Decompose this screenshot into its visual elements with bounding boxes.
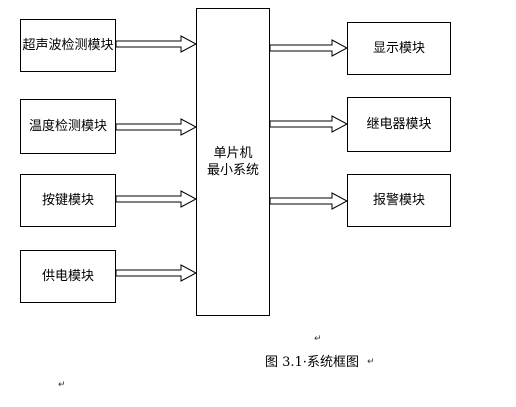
arrow-temperature-to-mcu <box>115 118 198 136</box>
alarm-module-label: 报警模块 <box>372 193 425 208</box>
arrow-power-to-mcu <box>115 264 198 282</box>
temperature-module-label: 温度检测模块 <box>28 119 107 134</box>
ultrasonic-module-box: 超声波检测模块 <box>20 19 116 72</box>
paragraph-mark: ↵ <box>58 380 66 390</box>
key-module-label: 按键模块 <box>41 193 94 208</box>
arrow-ultrasonic-to-mcu <box>115 35 198 53</box>
arrow-key-to-mcu <box>115 190 198 208</box>
display-module-label: 显示模块 <box>372 41 425 56</box>
arrow-mcu-to-alarm <box>269 192 349 210</box>
ultrasonic-module-label: 超声波检测模块 <box>22 38 114 53</box>
power-module-label: 供电模块 <box>41 269 94 284</box>
mcu-minimum-system-box: 单片机 最小系统 <box>196 8 270 316</box>
arrow-mcu-to-relay <box>269 115 349 133</box>
mcu-label-line2: 最小系统 <box>206 163 259 178</box>
relay-module-label: 继电器模块 <box>366 117 432 132</box>
mcu-label: 单片机 最小系统 <box>207 145 259 179</box>
paragraph-mark: ↵ <box>367 357 375 367</box>
mcu-label-line1: 单片机 <box>213 146 253 161</box>
paragraph-mark: ↵ <box>314 334 322 344</box>
alarm-module-box: 报警模块 <box>347 174 451 227</box>
display-module-box: 显示模块 <box>347 22 451 75</box>
figure-caption: 图 3.1·系统框图 <box>265 355 359 370</box>
relay-module-box: 继电器模块 <box>347 97 451 152</box>
arrow-mcu-to-display <box>269 39 349 57</box>
key-module-box: 按键模块 <box>20 174 116 227</box>
temperature-module-box: 温度检测模块 <box>20 99 116 154</box>
power-module-box: 供电模块 <box>20 250 116 303</box>
